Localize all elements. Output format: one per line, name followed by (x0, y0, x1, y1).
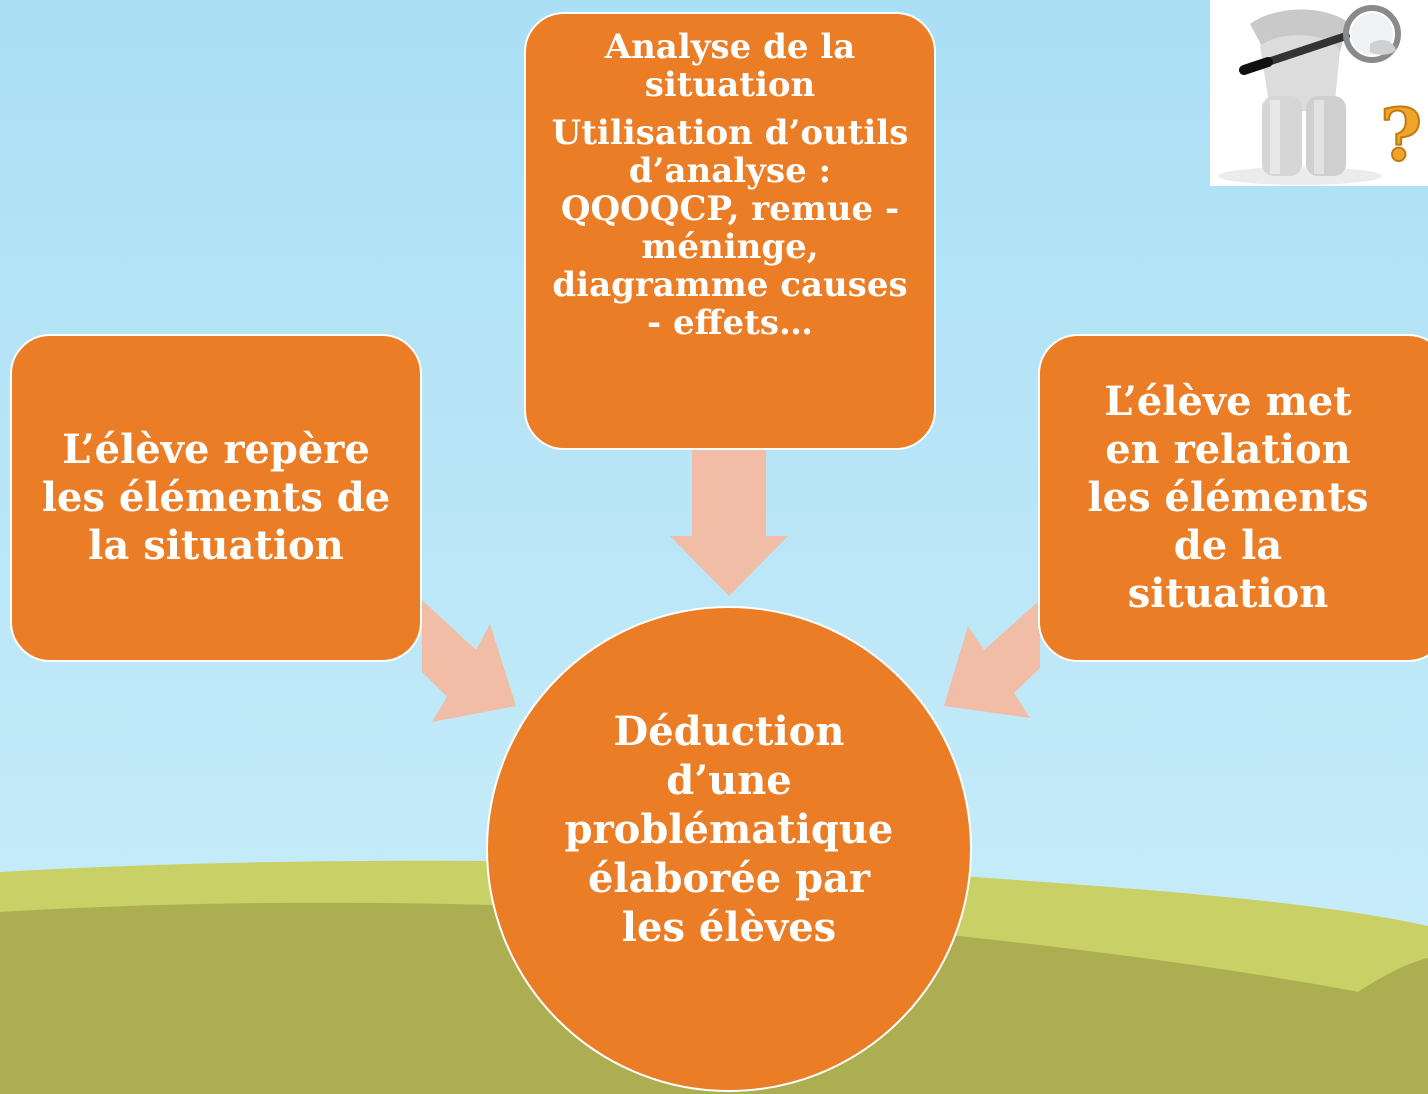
arrow-top-down (670, 450, 788, 596)
arrow-left-diagonal (422, 600, 516, 722)
center-circle-deduction: Déduction d’une problématique élaborée p… (486, 606, 972, 1092)
box-left-identification: L’élève repère les éléments de la situat… (10, 334, 422, 662)
box-top-title: Analyse de la situation (604, 27, 856, 105)
hill-right-bump (1346, 958, 1428, 1094)
box-top-analysis: Analyse de la situation Utilisation d’ou… (524, 12, 936, 450)
arrow-right-diagonal (944, 600, 1040, 718)
box-top-tools: Utilisation d’outils d’analyse : QQOQCP,… (551, 113, 909, 343)
box-right-relation: L’élève met en relation les éléments de … (1038, 334, 1428, 662)
person-with-magnifier-icon: ? (1210, 0, 1428, 186)
box-right-text: L’élève met en relation les éléments de … (1087, 378, 1369, 617)
box-left-text: L’élève repère les éléments de la situat… (41, 426, 391, 569)
center-circle-text: Déduction d’une problématique élaborée p… (564, 707, 894, 951)
thinking-person-icon: ? (1210, 0, 1428, 186)
question-mark-icon: ? (1380, 92, 1422, 177)
